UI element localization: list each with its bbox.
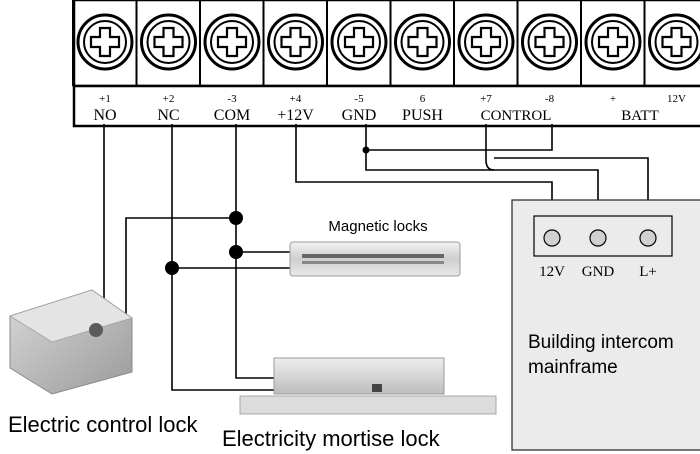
terminal-label-4: +12V [277, 107, 314, 124]
terminal-number-2: +2 [163, 93, 175, 105]
junction-com-1 [229, 211, 243, 225]
terminal-screws [72, 0, 700, 86]
magnetic-lock: Magnetic locks [289, 218, 461, 277]
screw-cross-head [216, 26, 248, 58]
intercom-box [511, 199, 700, 451]
electric-control-lock-top [9, 289, 133, 343]
junctions [165, 146, 370, 275]
terminal-block [72, 0, 700, 128]
wire-control-hump [485, 150, 495, 171]
screw-inner-ring [591, 20, 635, 64]
mortise-lock-label: Electricity mortise lock [222, 426, 441, 451]
terminal-label-3: COM [214, 107, 250, 124]
electric-control-lock: Electric control lock [8, 289, 199, 437]
mortise-lock: Electricity mortise lock [222, 357, 497, 451]
wire-com [235, 124, 280, 379]
intercom-port-2 [589, 229, 607, 247]
terminal-number-10: 12V [667, 93, 686, 105]
screw-inner-ring [400, 20, 445, 64]
terminal-screw-2 [135, 0, 197, 86]
terminal-label-1: NO [93, 107, 116, 124]
screw-inner-ring [464, 20, 508, 64]
electric-control-lock-keyhole [89, 323, 103, 337]
mortise-lock-faceplate [239, 395, 497, 415]
screw-cross-head [470, 26, 502, 58]
terminal-number-3: -3 [227, 93, 237, 105]
screw-cross-head [343, 26, 375, 58]
mortise-lock-body [273, 357, 445, 395]
terminal-number-7: +7 [480, 93, 492, 105]
wire-com-branch [125, 217, 236, 330]
intercom-port-label-2: GND [582, 264, 615, 280]
terminal-label-6: PUSH [402, 107, 443, 124]
screw-inner-ring [273, 20, 318, 64]
wire-nc [171, 124, 282, 391]
terminal-screw-1 [72, 0, 134, 86]
wire-no [92, 124, 105, 299]
terminal-label-2: NC [157, 107, 179, 124]
screw-cross-head [661, 26, 692, 58]
control-label: CONTROL [481, 108, 552, 124]
intercom-ports: 12V GND L+ [539, 229, 657, 280]
screw-cross-head [534, 26, 565, 58]
intercom-label-line2: mainframe [528, 357, 618, 378]
mortise-lock-latch [372, 384, 382, 392]
terminal-screw-9 [580, 0, 642, 86]
terminal-screw-10 [643, 0, 700, 86]
magnetic-lock-slot-1 [302, 254, 444, 258]
intercom-port-label-1: 12V [539, 264, 565, 280]
screw-inner-ring [337, 20, 381, 64]
screw-cross-head [407, 26, 438, 58]
batt-label: BATT [621, 108, 659, 124]
intercom-port-frame [533, 215, 673, 257]
terminal-block-label-strip [72, 84, 700, 128]
electric-control-lock-label: Electric control lock [8, 412, 199, 437]
terminal-label-5: GND [342, 107, 377, 124]
wire-control-8 [366, 124, 553, 151]
terminal-screw-6 [389, 0, 451, 86]
terminal-number-5: -5 [354, 93, 364, 105]
terminal-screw-5 [326, 0, 388, 86]
intercom-port-1 [543, 229, 561, 247]
junction-nc [165, 261, 179, 275]
magnetic-lock-slot-2 [302, 261, 444, 264]
screw-inner-ring [146, 20, 191, 64]
screw-cross-head [280, 26, 311, 58]
screw-inner-ring [654, 20, 699, 64]
junction-com-2 [229, 245, 243, 259]
terminal-screw-7 [453, 0, 515, 86]
terminal-screw-3 [199, 0, 261, 86]
terminal-screw-4 [262, 0, 324, 86]
terminal-number-8: -8 [545, 93, 555, 105]
screw-cross-head [153, 26, 184, 58]
screw-cross-head [597, 26, 629, 58]
magnetic-lock-label: Magnetic locks [328, 218, 427, 235]
terminal-screw-8 [516, 0, 578, 86]
screw-cross-head [89, 26, 121, 58]
terminal-number-6: 6 [420, 93, 426, 105]
terminal-number-9: + [610, 93, 616, 105]
screw-inner-ring [527, 20, 572, 64]
intercom-label-line1: Building intercom [528, 332, 674, 353]
screw-inner-ring [210, 20, 254, 64]
screw-inner-ring [83, 20, 127, 64]
intercom-port-label-3: L+ [639, 264, 657, 280]
intercom-mainframe: 12V GND L+ Building intercom mainframe [511, 199, 700, 451]
junction-gnd [362, 146, 370, 154]
terminal-number-4: +4 [290, 93, 302, 105]
magnetic-lock-body [289, 241, 461, 277]
intercom-port-3 [639, 229, 657, 247]
terminal-number-1: +1 [99, 93, 111, 105]
